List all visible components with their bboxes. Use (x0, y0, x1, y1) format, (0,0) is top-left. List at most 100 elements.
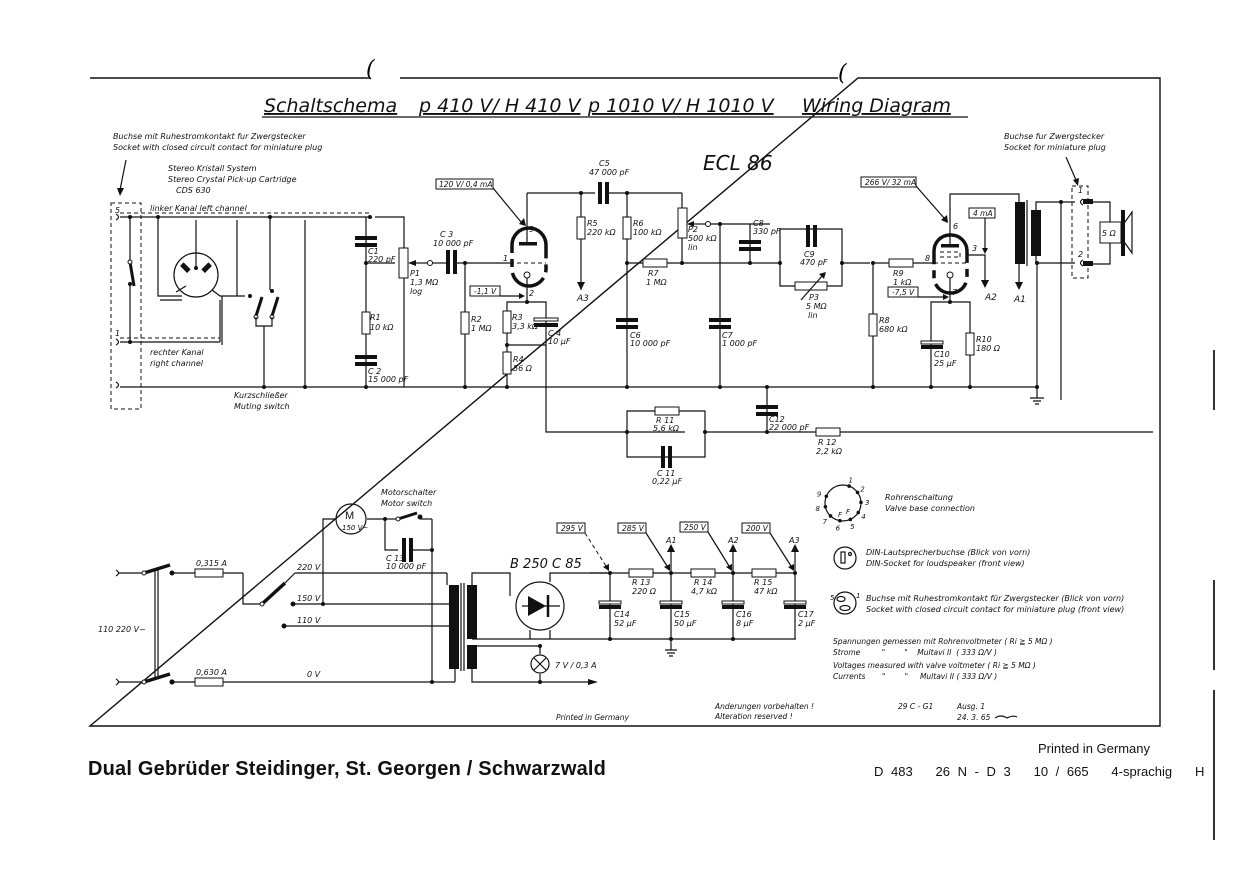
input-pin-1: 1 (115, 329, 120, 338)
c6-ref: C6 (630, 331, 641, 340)
din-socket-icon (833, 546, 857, 570)
r13-value: 220 Ω (632, 587, 657, 596)
input-socket-note-de: Buchse mit Ruhestromkontakt fur Zwergste… (113, 132, 306, 141)
p2-taper: lin (688, 243, 698, 252)
valve-base-label-en: Valve base connection (885, 504, 975, 513)
triode-pin-anode: 9 (529, 225, 534, 234)
din-socket-label-en: DIN-Socket for loudspeaker (front view) (866, 559, 1025, 568)
right-channel-label-en: right channel (150, 359, 204, 368)
scan-edge-mark (1213, 580, 1215, 670)
c14-value: 52 µF (614, 619, 637, 628)
c12-ref: C12 (769, 415, 785, 424)
right-channel-label-de: rechter Kanal (150, 348, 204, 357)
pentode-pin-screen: 3 (972, 244, 977, 253)
printed-small: Printed in Germany (556, 713, 630, 722)
issue-date: 24. 3. 65 (957, 713, 991, 722)
left-channel-label: linker Kanal left channel (150, 204, 248, 213)
footer-doc-code: D 483 26 N - D 3 10 / 665 4-sprachig H (874, 764, 1205, 779)
measure-295v (556, 522, 586, 534)
r9-value: 1 kΩ (893, 278, 912, 287)
output-socket-note-en: Socket for miniature plug (1004, 143, 1106, 152)
input-pin-5: 5 (115, 206, 120, 215)
measurement-note-1: Spannungen gemessen mit Rohrenvoltmeter … (833, 637, 1053, 646)
measurement-note-2: Strome " " Multavi II ( 333 Ω/V ) (833, 648, 997, 657)
valve-pin-dot (855, 490, 860, 495)
title-block: Printed in Germany Anderungen vorbehalte… (556, 702, 1018, 722)
input-socket-note-en: Socket with closed circuit contact for m… (113, 143, 322, 152)
node-a3-top: A3 (576, 294, 589, 304)
c1-ref: C1 (368, 247, 379, 256)
output-pin-1: 1 (1078, 186, 1083, 195)
r12-ref: R 12 (818, 438, 836, 447)
c15-value: 50 µF (674, 619, 697, 628)
node-a2-top: A2 (984, 293, 997, 303)
pilot-lamp-icon (530, 654, 550, 674)
p2-ref: P2 (688, 225, 698, 234)
valve-pin-dot (823, 504, 828, 509)
c17-ref: C17 (798, 610, 815, 619)
r6-ref: R6 (633, 219, 644, 228)
output-socket-note-de: Buchse fur Zwergstecker (1004, 132, 1105, 141)
input-socket-note: Buchse mit Ruhestromkontakt fur Zwergste… (113, 132, 322, 196)
valve-pin-label: 2 (860, 485, 865, 493)
r8-ref: R8 (879, 316, 890, 325)
r15-ref: R 15 (754, 578, 772, 587)
changes-note-en: Alteration reserved ! (714, 712, 793, 721)
valve-filament-label: F (846, 508, 851, 516)
valve-pin-label: 5 (850, 523, 855, 531)
c2-value: 15 000 pF (368, 375, 409, 384)
scan-edge-mark (1213, 690, 1215, 840)
c11-ref: C 11 (657, 469, 675, 478)
cartridge-label: Stereo Kristall System Stereo Crystal Pi… (168, 164, 297, 195)
node-a2-supply: A2 (727, 536, 739, 545)
footer-printed: Printed in Germany (1038, 741, 1150, 756)
valve-pin-dot (838, 518, 842, 523)
measure-triode-cathode (469, 285, 501, 297)
measure-pentode-anode (860, 176, 917, 188)
title-models-a: p 410 V/ H 410 V (418, 95, 582, 117)
tap-0v: 0 V (307, 670, 321, 679)
rectifier-label: B 250 C 85 (510, 557, 582, 572)
c13-value: 10 000 pF (386, 562, 427, 571)
r4-value: 56 Ω (513, 364, 533, 373)
drawing-code: 29 C - G1 (898, 702, 933, 711)
r14-ref: R 14 (694, 578, 712, 587)
input-wiring: linker Kanal left channel rechter Kanal … (120, 204, 900, 411)
measure-285v-text: 285 V (622, 524, 645, 533)
valve-pin-dot (856, 510, 861, 515)
c13-ref: C 13 (386, 554, 404, 563)
node-a3-supply: A3 (788, 536, 800, 545)
valve-pin-label: 4 (861, 513, 865, 521)
mains-label: 110 220 V~ (98, 625, 146, 634)
valve-pin-label: 6 (836, 525, 841, 533)
triode-pin-cathode: 2 (529, 289, 534, 298)
r13-ref: R 13 (632, 578, 650, 587)
pentode-pin-cathode: 7 (952, 288, 958, 297)
cartridge-line1: Stereo Kristall System (168, 164, 257, 173)
c15-ref: C15 (674, 610, 690, 619)
r2-ref: R2 (471, 315, 482, 324)
r3-ref: R3 (512, 313, 523, 322)
tap-150v: 150 V (297, 594, 321, 603)
fuse-2-rating: 0,630 A (196, 668, 227, 677)
p1-value: 1,3 MΩ (410, 278, 439, 287)
measure-250v (679, 521, 709, 533)
fuse-2 (194, 677, 224, 687)
title-models-b: p 1010 V/ H 1010 V (587, 95, 776, 117)
pentode-pin-anode: 6 (953, 222, 958, 231)
speaker-icon (1121, 210, 1125, 256)
motor-symbol (335, 503, 367, 535)
title-english: Wiring Diagram (802, 95, 951, 117)
r2-value: 1 MΩ (471, 324, 493, 333)
p3-value: 5 MΩ (806, 302, 828, 311)
valve-pin-dot (847, 484, 851, 488)
muting-label-en: Muting switch (234, 402, 290, 411)
pentode-stage: R8 680 kΩ R9 1 kΩ A2 6 3 8 7 266 V/ 32 m… (860, 176, 1037, 389)
valve-pin-label: 1 (849, 477, 853, 485)
measure-triode-anode-text: 120 V/ 0,4 mA (439, 180, 493, 189)
r11-ref: R 11 (656, 416, 674, 425)
mains-switch-top (143, 563, 171, 575)
c7-value: 1 000 pF (722, 339, 758, 348)
c9-ref: C9 (804, 250, 815, 259)
